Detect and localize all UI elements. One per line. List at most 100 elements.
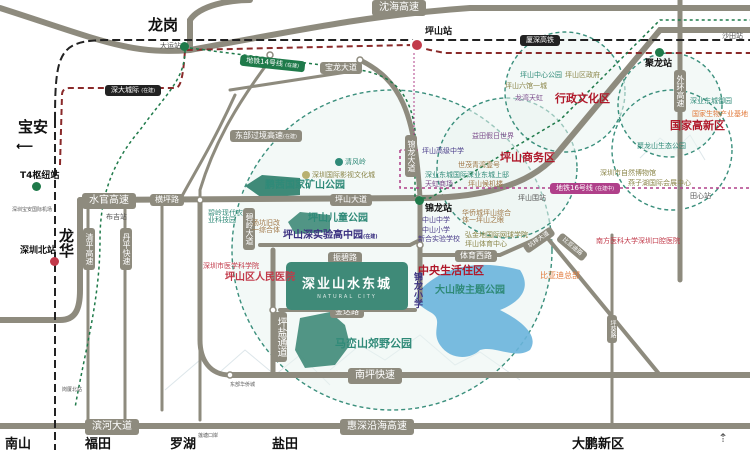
reservoir [416, 264, 533, 357]
metro-14-east [189, 19, 750, 199]
project-subtitle: NATURAL CITY [317, 293, 377, 300]
station-airport[interactable]: 深圳宝安国际机场 [12, 207, 53, 213]
road-danping: 丹平快速 [120, 228, 132, 270]
road-huishen: 惠深沿海高速 [340, 419, 414, 435]
poi-expo-center[interactable]: 燕子湖国际会展中心 [628, 179, 691, 187]
north-arrow-icon: ⇡ [718, 431, 729, 445]
poi-dashanpi-park[interactable]: 大山陂主题公园 [435, 285, 505, 296]
poi-zhongshan-middle[interactable]: 中山中学 [422, 216, 450, 224]
poi-tianhong[interactable]: 天虹商场 [425, 180, 453, 188]
station-gangxia-north[interactable]: 岗厦北站 [62, 387, 83, 393]
road-jinlong: 锦龙大道 [405, 135, 417, 177]
poi-jinlong-primary[interactable]: 锦龙小学 [412, 272, 422, 308]
poi-terminal[interactable]: 坪山候机楼 [468, 180, 503, 188]
station-dayun[interactable]: 大运站 [160, 42, 181, 50]
zone-admin-culture: 行政文化区 [555, 92, 610, 105]
poi-byd-hq[interactable]: 比亚迪总部 [540, 271, 580, 280]
road-waihuan: 外环高速 [674, 70, 686, 112]
poi-six-venues[interactable]: 坪山六馆一城 [505, 82, 547, 90]
station-shatian[interactable]: 沙田站 [722, 32, 743, 40]
rail-station-icon [50, 257, 59, 266]
poi-zhongshan-primary[interactable]: 中山小学 [422, 226, 450, 234]
rail-xiashen [54, 39, 750, 121]
station-buji[interactable]: 布吉站 [106, 213, 127, 221]
poi-children-park[interactable]: 坪山儿童公园 [308, 213, 368, 224]
station-julong[interactable]: 聚龙站 [645, 59, 673, 69]
poi-film-city[interactable]: 深圳国际影视文化城 [302, 171, 375, 179]
project-name: 深业山水东城 [301, 276, 392, 292]
rail-xiashen-tag: 厦深高铁 [520, 35, 560, 46]
poi-dental-hospital[interactable]: 南方医科大学深圳口腔医院 [596, 237, 680, 245]
poi-agri-park[interactable]: 碧岭现代农业科技园 [208, 209, 243, 224]
rail-shenda [59, 43, 750, 166]
project-marker[interactable]: 深业山水东城 NATURAL CITY [286, 262, 408, 310]
poi-pingshan-high[interactable]: 坪山高级中学 [422, 147, 464, 155]
poi-shenye-intl[interactable]: 深业东城国际 [425, 171, 467, 179]
metro-16-tag: 地铁16号线 (在建中) [550, 183, 621, 194]
road-biling: 碧岭大道 [243, 208, 255, 250]
poi-shimao[interactable]: 世茂青湾壹号 [458, 161, 500, 169]
metro-station-icon [655, 48, 664, 57]
poi-maluanshan-park[interactable]: 马峦山郊野公园 [335, 337, 412, 350]
district-longhua: 龙华 [57, 228, 75, 258]
poi-central-park[interactable]: 坪山中心公园 [520, 71, 562, 79]
road-pingyan: 坪盐通道 [273, 312, 287, 362]
station-tianxin[interactable]: 田心站 [690, 192, 711, 200]
poi-nature-museum[interactable]: 深圳市自然博物馆 [600, 169, 656, 177]
park-children [288, 212, 330, 234]
rail-station-icon [410, 38, 424, 52]
metro-station-icon [32, 182, 41, 191]
poi-julongshan-park[interactable]: 聚龙山生态公园 [637, 142, 686, 150]
district-futian: 福田 [85, 437, 112, 450]
district-luohu: 罗湖 [170, 437, 197, 450]
road-binhe: 滨河大道 [85, 419, 139, 435]
poi-tangkeng[interactable]: 汤坑旧改一综合体 [252, 219, 280, 234]
station-ohc[interactable]: 东部华侨城 [230, 382, 256, 388]
metro-16 [399, 150, 750, 189]
poi-sports-center[interactable]: 坪山体育中心 [465, 240, 507, 248]
poi-pengmao-park[interactable]: 鹏茜国家矿山公园 [265, 180, 345, 191]
district-nanshan: 南山 [5, 437, 32, 450]
metro-station-icon [180, 42, 189, 51]
poi-tennis[interactable]: 弘金地国际网球学院 [465, 231, 528, 239]
park-icon [335, 158, 343, 166]
poi-happy-world[interactable]: 益田假日世界 [472, 132, 514, 140]
station-jinlong[interactable]: 锦龙站 [425, 204, 453, 214]
district-baoan: 宝安 [18, 118, 49, 136]
station-liantang[interactable]: 莲塘口岸 [198, 433, 219, 439]
road-tiyu-west: 体育西路 [455, 250, 497, 262]
poi-longwan-tianhong[interactable]: 龙湾天虹 [515, 94, 543, 102]
road-pingshan: 坪山大道 [330, 194, 372, 206]
poi-district-gov[interactable]: 坪山区政府 [565, 71, 600, 79]
station-pingshan[interactable]: 坪山站 [425, 27, 453, 37]
zone-business: 坪山商务区 [500, 151, 555, 164]
road-shenhai: 沈海高速 [372, 0, 426, 16]
poi-oct-complex[interactable]: 华侨城坪山综合体一坪山之眼 [462, 209, 511, 224]
left-arrow-icon: ⟵ [16, 139, 34, 153]
district-dapeng: 大鹏新区 [572, 437, 625, 450]
park-maluanshan [295, 312, 350, 368]
poi-qingfengling[interactable]: 清风岭 [335, 158, 366, 166]
zone-central-living: 中央生活住区 [418, 264, 484, 277]
district-longgang: 龙岗 [148, 16, 179, 34]
road-zhenbi: 振碧路 [328, 252, 362, 264]
station-shenzhen-north[interactable]: 深圳北站 [20, 246, 57, 256]
poi-bio-base[interactable]: 国家生物产业基地 [692, 110, 748, 118]
road-hengping: 横坪路 [150, 194, 184, 206]
poi-experimental-high[interactable]: 坪山深实验高中园(在建) [283, 230, 378, 241]
poi-shenye-upper[interactable]: 深业东城上邸 [467, 171, 509, 179]
poi-med-academy[interactable]: 深圳市医学科学院 [203, 262, 259, 270]
station-pingshanwei[interactable]: 坪山围站 [518, 194, 546, 202]
poi-xinhe-school[interactable]: 新合实验学校 [418, 235, 460, 243]
poi-peoples-hospital[interactable]: 坪山区人民医院 [225, 272, 295, 283]
road-pingkui: 坪葵路 [607, 315, 617, 343]
road-dongbu: 东部过境高速(在建) [230, 130, 302, 142]
station-t4[interactable]: T4枢纽站 [20, 171, 60, 181]
poi-shenye-yuyuan[interactable]: 深业东城御园 [690, 97, 732, 105]
road-qingping: 清平高速 [83, 228, 95, 270]
zone-hightech: 国家高新区 [670, 119, 725, 132]
road-nanping: 南坪快速 [348, 368, 402, 384]
park-pengmao [245, 175, 300, 198]
culture-icon [302, 171, 310, 179]
